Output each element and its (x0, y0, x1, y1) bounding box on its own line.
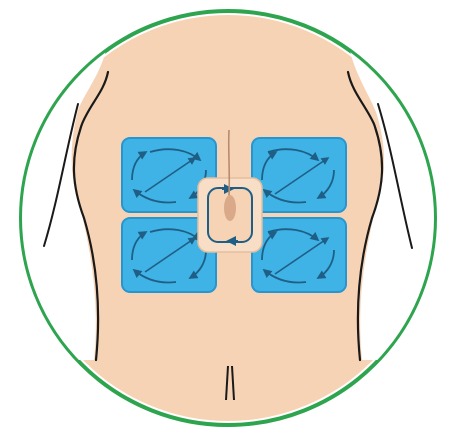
upper-right-injection-zone (252, 138, 346, 212)
lower-right-injection-zone (252, 218, 346, 292)
